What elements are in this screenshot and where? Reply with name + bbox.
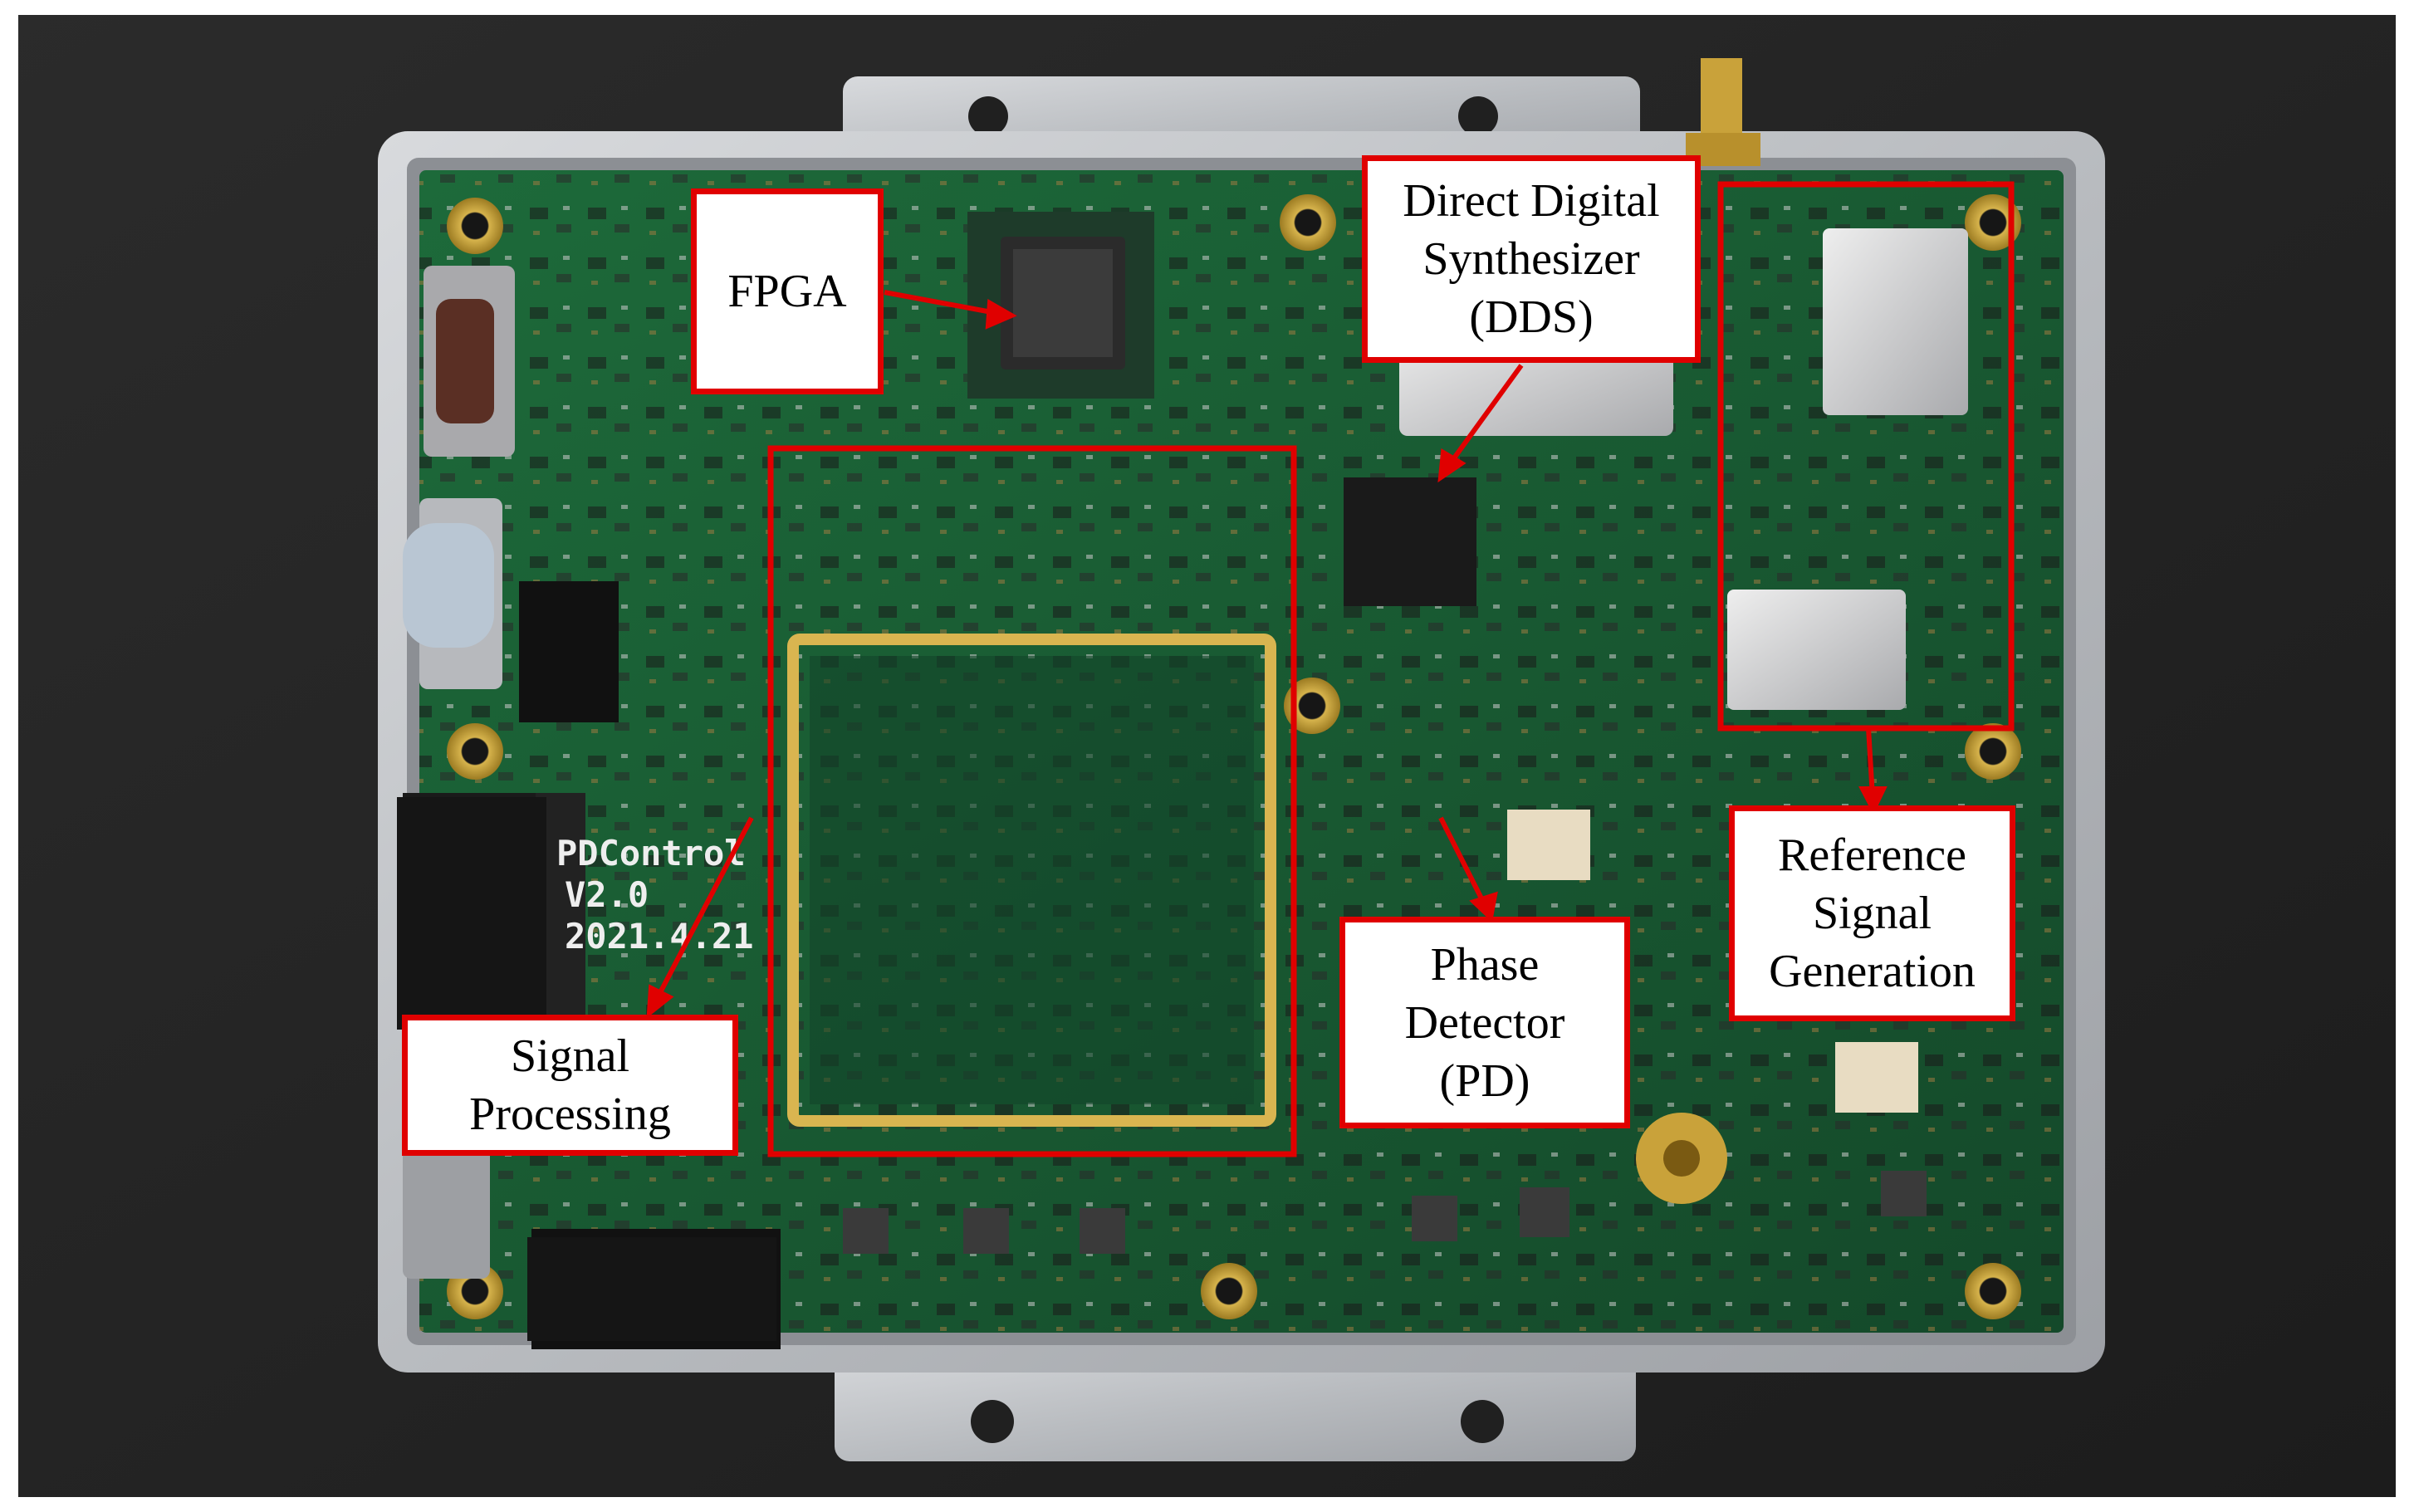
silkscreen-text: PDControl V2.0 2021.4.21 [556,833,754,957]
callout-pd-line-3: (PD) [1439,1054,1530,1107]
sma-connector-bottom [1636,1113,1727,1204]
signal-processing-region-box [767,445,1297,1157]
callout-pd-line-1: Phase [1430,938,1540,991]
callout-reference-signal: Reference Signal Generation [1729,805,2015,1021]
callout-dds-line-1: Direct Digital [1403,175,1660,227]
dds-chip [1344,477,1476,606]
reference-signal-region-box [1717,181,2015,732]
callout-dds-line-2: Synthesizer [1422,233,1640,285]
callout-fpga-text: FPGA [727,266,847,317]
chassis-tab-bottom [835,1345,1636,1461]
mixer-top [1507,810,1590,880]
callout-phase-detector: Phase Detector (PD) [1339,917,1630,1128]
signal-processing-frame [787,634,1276,1127]
oscillator-top [1823,228,1968,415]
callout-dds-line-3: (DDS) [1469,291,1594,343]
power-module-bottom [527,1237,776,1341]
callout-pd-line-2: Detector [1404,996,1565,1049]
callout-dds: Direct Digital Synthesizer (DDS) [1362,155,1701,363]
svg-text:V2.0: V2.0 [565,874,649,915]
callout-reference-line-3: Generation [1769,946,1976,997]
callout-signal-processing-line-1: Signal [510,1030,630,1082]
oscillator-bottom [1727,590,1906,710]
callout-fpga: FPGA [691,188,884,394]
mixer-bottom [1835,1042,1918,1113]
callout-signal-processing: Signal Processing [402,1015,738,1156]
inductors [843,1171,1927,1254]
callout-reference-line-1: Reference [1778,829,1966,881]
power-module-top [397,797,546,1030]
svg-text:PDControl: PDControl [556,833,746,873]
svg-text:2021.4.21: 2021.4.21 [565,916,754,957]
callout-reference-line-2: Signal [1812,888,1932,939]
mounting-holes [447,194,2021,1319]
callout-signal-processing-line-2: Processing [469,1089,671,1140]
annotation-arrows [646,290,1888,1019]
